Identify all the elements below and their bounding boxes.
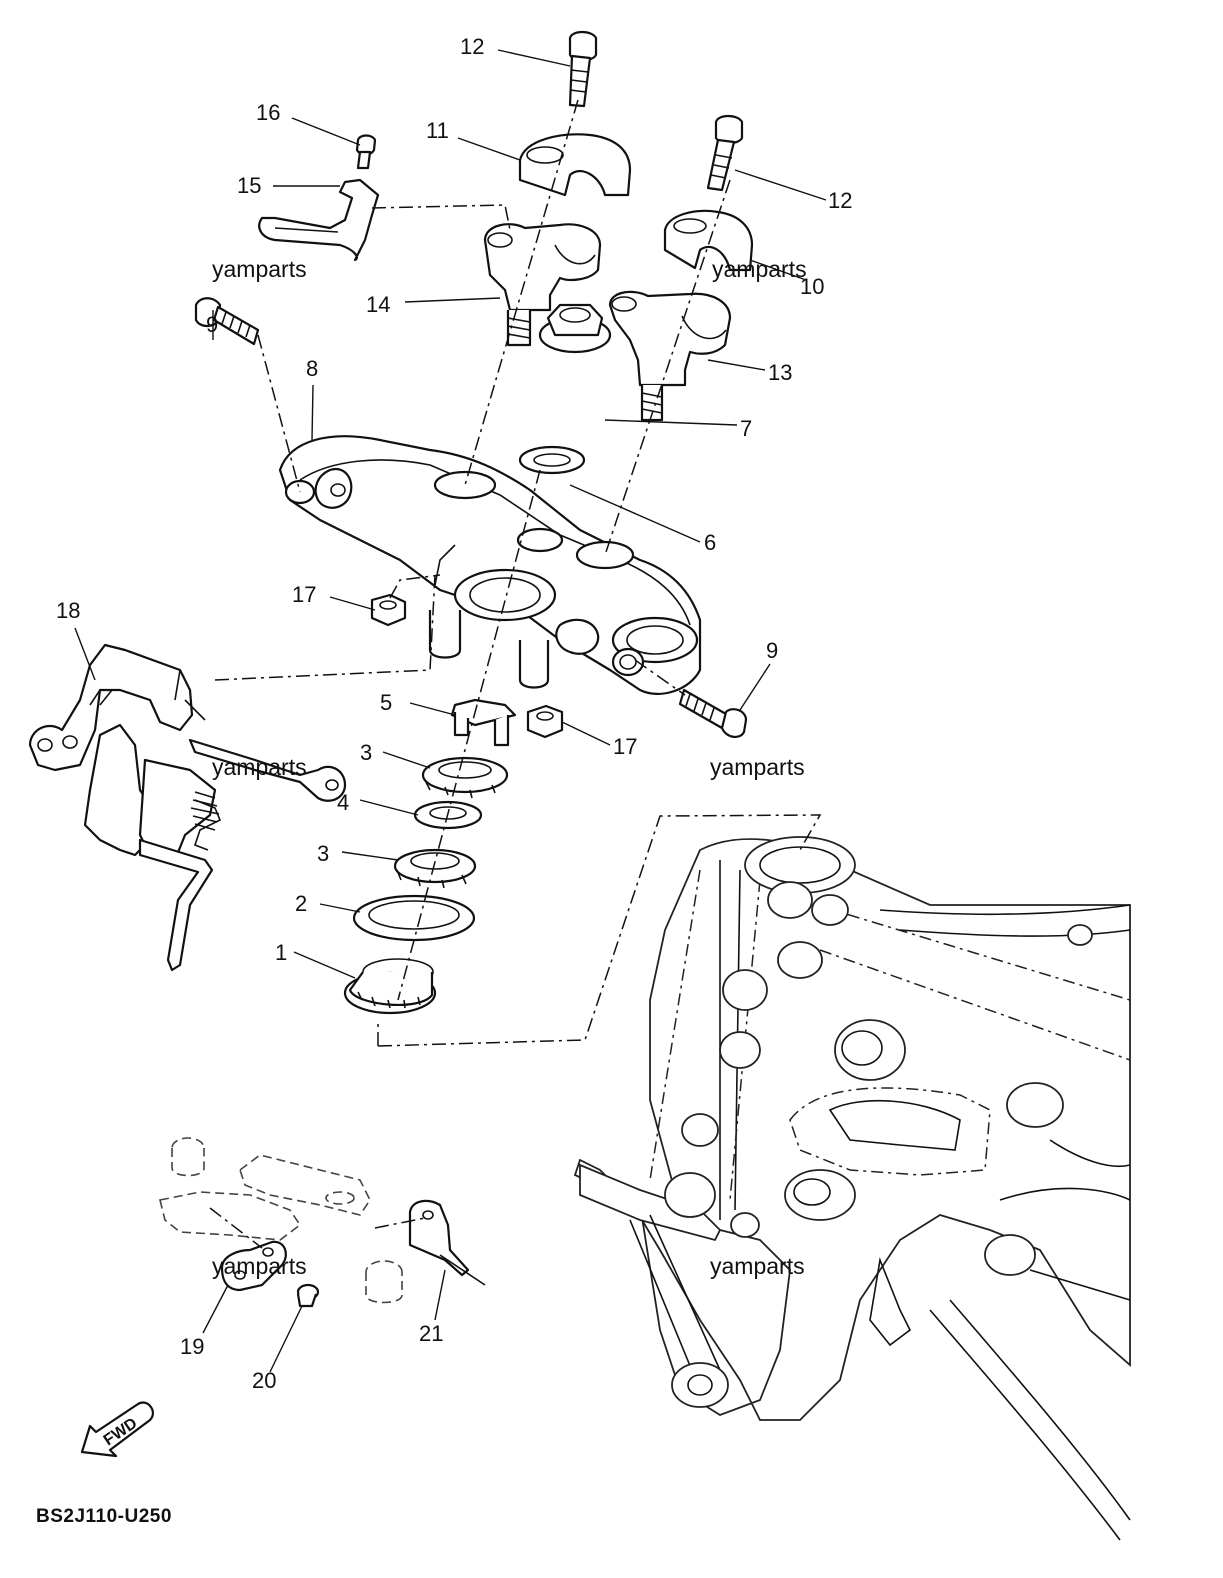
callout-18: 18 [56,598,81,623]
callout-4: 4 [337,790,350,815]
watermark-text: yamparts [212,754,307,780]
watermark-text: yamparts [212,256,307,282]
seal-2 [352,894,476,942]
axis-bracket-18 [214,574,436,681]
ring-nut-3-upper [421,756,509,799]
callout-17-upper: 17 [292,582,317,607]
washer-6 [518,445,586,475]
handlebar-holder-upper-11 [518,133,632,197]
callout-20: 20 [252,1368,277,1393]
nut-7 [538,303,612,354]
callout-5: 5 [380,690,393,715]
diagram-code: BS2J110-U250 [36,1506,172,1527]
callout-13: 13 [768,360,793,385]
nut-17-upper [370,593,407,627]
watermark-text: yamparts [712,256,807,282]
callout-9-left: 9 [206,312,219,337]
watermark-text: yamparts [212,1253,307,1279]
ring-nut-3-lower [393,848,477,889]
axis-holder-right [604,179,731,556]
lower-left-ghost-parts [159,1137,403,1304]
bolt-9-left [194,297,260,346]
callout-12-right: 12 [828,188,853,213]
nut-17-lower [526,704,564,739]
axis-bracket-21 [374,1217,426,1229]
screw-20 [296,1283,320,1308]
collar-5 [450,698,517,747]
bracket-21 [408,1199,486,1286]
watermark-text: yamparts [710,1253,805,1279]
callout-2: 2 [295,891,308,916]
axis-bolt-9-right [634,659,686,696]
callout-6: 6 [704,530,717,555]
callout-leaders [74,49,827,1373]
bolt-9-right [678,688,748,738]
callout-12-top: 12 [460,34,485,59]
callout-21: 21 [419,1321,444,1346]
axis-holder-left [464,99,579,486]
axis-plate-19 [209,1207,263,1249]
bolt-12-left [568,30,598,108]
bolt-12-right [706,114,744,192]
axis-stem [397,469,541,1001]
callout-19: 19 [180,1334,205,1359]
callout-1: 1 [275,940,288,965]
fwd-arrow-icon: FWD [80,1401,154,1458]
bolt-16 [355,134,377,170]
callout-3-upper: 3 [360,740,373,765]
callout-16: 16 [256,100,281,125]
axis-bolt-9-left [257,334,301,493]
callout-7: 7 [740,416,753,441]
watermark-text: yamparts [710,754,805,780]
callout-17-lower: 17 [613,734,638,759]
bearing-1 [343,958,437,1015]
spring-part [190,791,220,831]
axis-bracket-15 [371,204,511,231]
callout-3-lower: 3 [317,841,330,866]
frame-reference-bracket [377,814,822,1047]
callout-11: 11 [426,118,449,143]
callout-8: 8 [306,356,319,381]
axis-nut-17 [389,574,441,599]
callout-10: 10 [800,274,825,299]
frame-head-pipe-drawing [573,836,1131,1541]
bracket-18 [28,643,347,972]
handlebar-holder-upper-10 [663,209,754,272]
callout-9-right: 9 [766,638,779,663]
handlebar-holder-lower-13 [608,290,732,422]
callout-15: 15 [237,173,262,198]
under-bracket-drawing [278,435,702,695]
bracket-15 [258,178,380,262]
callout-14: 14 [366,292,391,317]
